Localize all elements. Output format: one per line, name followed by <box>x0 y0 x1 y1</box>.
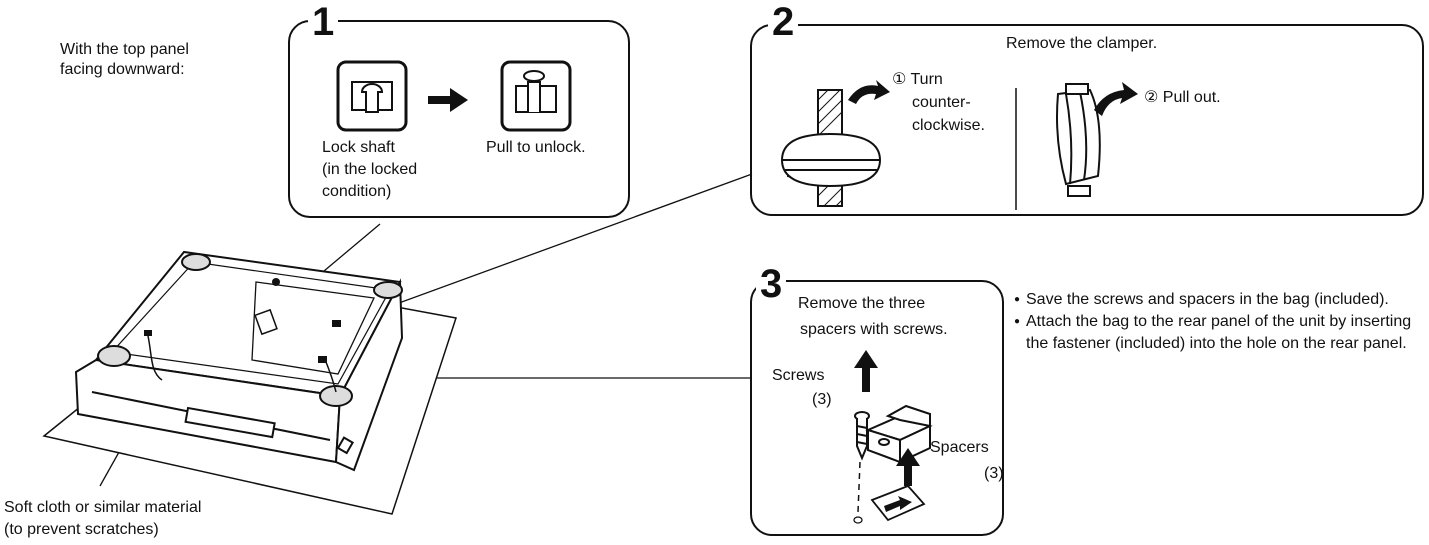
screw-icon <box>854 411 870 461</box>
intro-line-1: With the top panel <box>60 41 189 58</box>
lock-shaft-unlocked-icon <box>500 60 572 132</box>
pull-to-unlock-label: Pull to unlock. <box>486 139 586 156</box>
intro-line-2: facing downward: <box>60 61 185 78</box>
clamper-turn-figure <box>780 89 882 207</box>
step3-title-2: spacers with screws. <box>800 321 948 338</box>
step3-box <box>750 280 1004 536</box>
step3-title-1: Remove the three <box>798 295 926 312</box>
cloth-label-2: (to prevent scratches) <box>4 521 159 538</box>
up-arrow-icon-screws <box>854 350 878 392</box>
right-arrow-icon <box>428 88 468 112</box>
unit-wires <box>147 335 337 393</box>
lock-shaft-locked-icon <box>336 60 408 132</box>
step2-number: 2 <box>768 2 799 42</box>
unit-feet <box>97 253 403 407</box>
mounting-hole-icon <box>870 484 926 522</box>
lock-shaft-label: Lock shaft <box>322 139 395 156</box>
screws-label: Screws <box>772 367 825 384</box>
step1-number: 1 <box>308 2 339 42</box>
step2-title: Remove the clamper. <box>1006 35 1158 52</box>
spacers-label: Spacers <box>930 439 989 456</box>
lock-shaft-label-2: (in the locked <box>322 161 418 178</box>
screw-positions <box>144 278 341 363</box>
spacers-count: (3) <box>984 465 1004 482</box>
turn-label-3: clockwise. <box>912 117 985 134</box>
turn-label-1: ① Turn <box>892 71 943 88</box>
notes-list: Save the screws and spacers in the bag (… <box>1014 289 1424 355</box>
spacer-icon <box>865 404 933 464</box>
note-item: Save the screws and spacers in the bag (… <box>1014 289 1424 311</box>
up-arrow-icon-spacers <box>896 448 920 486</box>
clamper-pull-figure <box>1056 83 1101 197</box>
note-item: Attach the bag to the rear panel of the … <box>1014 311 1424 355</box>
screws-count: (3) <box>812 391 832 408</box>
pull-arrow-icon <box>1094 82 1138 116</box>
lock-shaft-on-unit <box>254 308 278 336</box>
step3-number: 3 <box>756 264 787 304</box>
turn-label-2: counter- <box>912 94 971 111</box>
pull-out-label: ② Pull out. <box>1144 89 1221 106</box>
lock-shaft-label-3: condition) <box>322 183 392 200</box>
cloth-label-1: Soft cloth or similar material <box>4 499 202 516</box>
turn-arrow-icon <box>848 80 890 104</box>
